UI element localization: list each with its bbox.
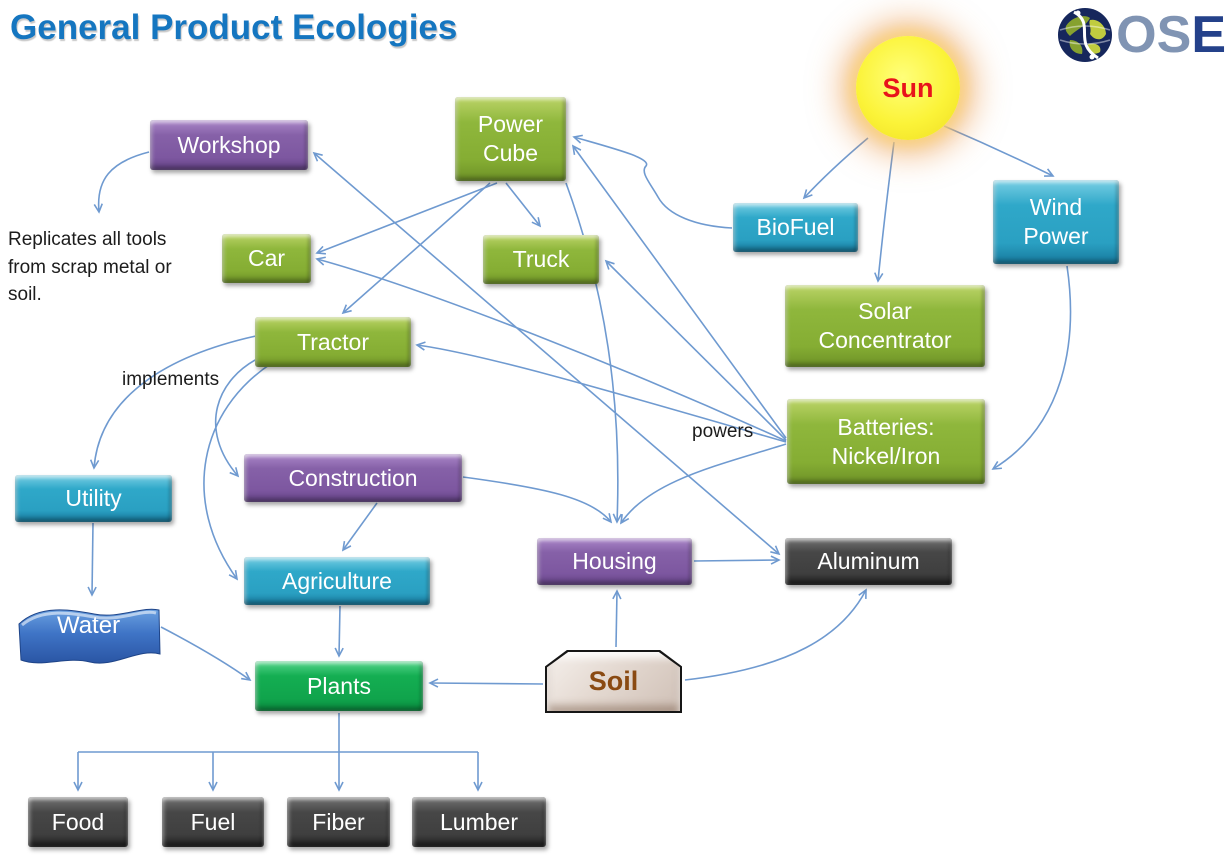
- edge-construction-housing: [462, 476, 613, 524]
- node-power-cube: Power Cube: [455, 97, 566, 181]
- sun-label: Sun: [882, 72, 934, 103]
- edge-soil-housing: [612, 589, 622, 648]
- edge-power-cube-tractor: [341, 182, 491, 315]
- node-lumber: Lumber: [412, 797, 546, 847]
- node-food: Food: [28, 797, 128, 847]
- node-aluminum: Aluminum: [785, 538, 952, 585]
- node-construction: Construction: [244, 454, 462, 502]
- node-utility: Utility: [15, 475, 172, 522]
- edge-batteries-truck: [604, 259, 787, 441]
- node-truck: Truck: [483, 235, 599, 284]
- soil-label: Soil: [588, 666, 639, 696]
- node-water: Water: [14, 598, 163, 672]
- node-sun: Sun: [856, 36, 960, 140]
- node-car: Car: [222, 234, 311, 283]
- edge-power-cube-truck: [505, 182, 542, 228]
- edge-biofuel-power-cube: [572, 134, 733, 229]
- ose-logo: O S E: [1056, 6, 1226, 64]
- edge-sun-biofuel: [802, 137, 869, 200]
- node-fiber: Fiber: [287, 797, 390, 847]
- implements-label: implements: [122, 369, 220, 390]
- edge-plants-trunk: [78, 713, 478, 753]
- edge-power-cube-housing: [565, 182, 623, 524]
- edge-construction-agriculture: [341, 502, 378, 552]
- logo-letter-s: S: [1156, 6, 1192, 64]
- edge-wind-power-batteries: [991, 265, 1072, 470]
- node-housing: Housing: [537, 538, 692, 585]
- node-fuel: Fuel: [162, 797, 264, 847]
- powers-label: powers: [692, 421, 754, 442]
- edge-agriculture-plants: [334, 605, 344, 658]
- logo-letter-o: O: [1116, 6, 1156, 64]
- node-biofuel: BioFuel: [733, 203, 858, 252]
- globe-icon: [1058, 8, 1113, 62]
- water-wave-shape: [18, 608, 161, 664]
- node-workshop: Workshop: [150, 120, 308, 170]
- water-label: Water: [56, 612, 121, 639]
- node-plants: Plants: [255, 661, 423, 711]
- edge-water-plants: [160, 626, 252, 682]
- edge-utility-water: [87, 522, 97, 597]
- edge-soil-plants: [428, 678, 544, 688]
- node-wind-power: Wind Power: [993, 180, 1119, 264]
- edge-tractor-construction: [214, 355, 264, 478]
- node-batteries: Batteries: Nickel/Iron: [787, 399, 985, 484]
- node-solar-concentrator: Solar Concentrator: [785, 285, 985, 367]
- edge-workshop-note: [93, 151, 150, 214]
- node-tractor: Tractor: [255, 317, 411, 367]
- replicates-note: Replicates all tools from scrap metal or…: [8, 229, 172, 306]
- edge-tractor-utility: [89, 335, 257, 470]
- edge-power-cube-car: [315, 182, 498, 255]
- node-agriculture: Agriculture: [244, 557, 430, 605]
- edge-aluminum-workshop-bidirectional: [312, 151, 781, 556]
- edge-tractor-agriculture: [203, 362, 273, 581]
- node-soil: Soil: [545, 650, 682, 713]
- logo-letter-e: E: [1191, 6, 1226, 64]
- page-title: General Product Ecologies: [10, 8, 458, 47]
- edge-batteries-housing: [619, 443, 787, 525]
- edge-sun-solar-concentrator: [874, 141, 895, 283]
- edge-soil-aluminum: [684, 588, 867, 681]
- edge-sun-wind-power: [943, 125, 1055, 177]
- edge-housing-aluminum: [693, 555, 781, 565]
